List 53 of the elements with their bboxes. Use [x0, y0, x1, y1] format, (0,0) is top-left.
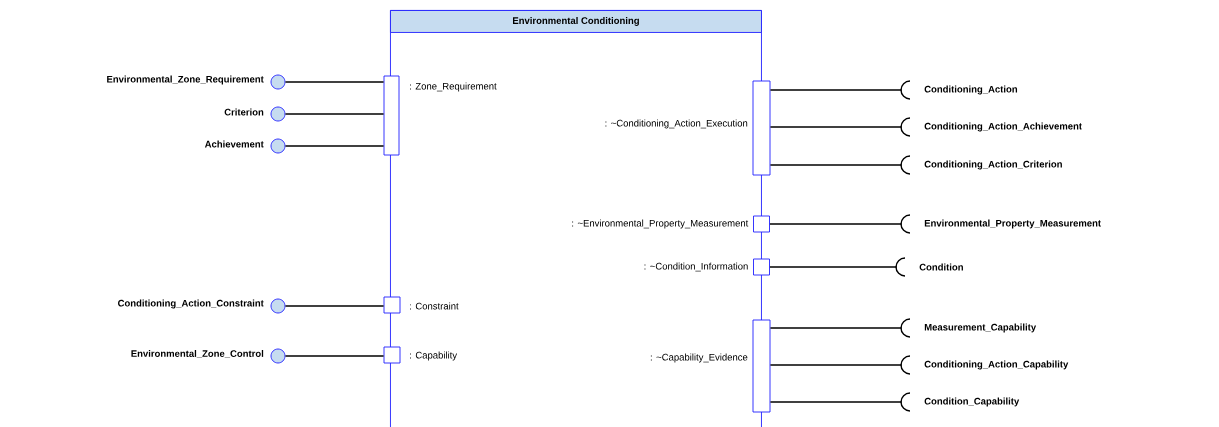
port-label: : Capability	[410, 351, 458, 361]
connector-line	[284, 355, 385, 357]
port-label: : ~Condition_Information	[644, 262, 748, 272]
interface-circle	[270, 298, 286, 314]
interface-label: Conditioning_Action	[924, 85, 1018, 95]
connector-line	[284, 145, 385, 147]
interface-circle	[270, 138, 286, 154]
connector-line	[769, 327, 903, 329]
port-label: : ~Environmental_Property_Measurement	[572, 219, 749, 229]
interface-circle	[270, 348, 286, 364]
port-box	[752, 80, 771, 176]
connector-line	[769, 164, 903, 166]
interface-label: Condition	[919, 263, 963, 271]
connector-line	[284, 113, 385, 115]
connector-line	[284, 305, 385, 307]
interface-label: Environmental_Zone_Control	[131, 350, 264, 358]
socket-arc	[900, 117, 911, 137]
port-box	[383, 75, 400, 156]
interface-label: Achievement	[204, 140, 264, 148]
port-label: : Zone_Requirement	[410, 82, 497, 92]
port-box	[752, 319, 771, 413]
interface-label: Environmental_Zone_Requirement	[107, 75, 264, 85]
port-label: : ~Capability_Evidence	[650, 353, 748, 363]
interface-label: Conditioning_Action_Criterion	[924, 160, 1062, 170]
port-box	[753, 258, 770, 276]
connector-line	[769, 223, 903, 225]
interface-label: Conditioning_Action_Constraint	[118, 299, 264, 309]
socket-arc	[900, 214, 911, 234]
socket-arc	[900, 80, 911, 100]
port-box	[383, 346, 401, 364]
interface-circle	[270, 106, 286, 122]
connector-line	[769, 401, 903, 403]
socket-arc	[900, 318, 911, 338]
connector-line	[769, 89, 903, 91]
connector-line	[284, 81, 385, 83]
connector-line	[769, 364, 903, 366]
connector-line	[769, 126, 903, 128]
socket-arc	[900, 392, 911, 412]
interface-label: Environmental_Property_Measurement	[924, 219, 1101, 229]
interface-label: Criterion	[224, 108, 264, 116]
socket-arc	[895, 257, 906, 277]
interface-label: Conditioning_Action_Achievement	[924, 122, 1082, 132]
port-label: : Constraint	[410, 302, 459, 310]
port-box	[753, 215, 770, 233]
socket-arc	[900, 355, 911, 375]
interface-label: Measurement_Capability	[924, 323, 1037, 333]
interface-label: Conditioning_Action_Capability	[924, 360, 1069, 370]
interface-circle	[270, 74, 286, 90]
socket-arc	[900, 155, 911, 175]
connector-line	[769, 266, 898, 268]
interface-label: Condition_Capability	[924, 397, 1020, 407]
port-label: : ~Conditioning_Action_Execution	[605, 119, 748, 129]
port-box	[383, 296, 401, 314]
